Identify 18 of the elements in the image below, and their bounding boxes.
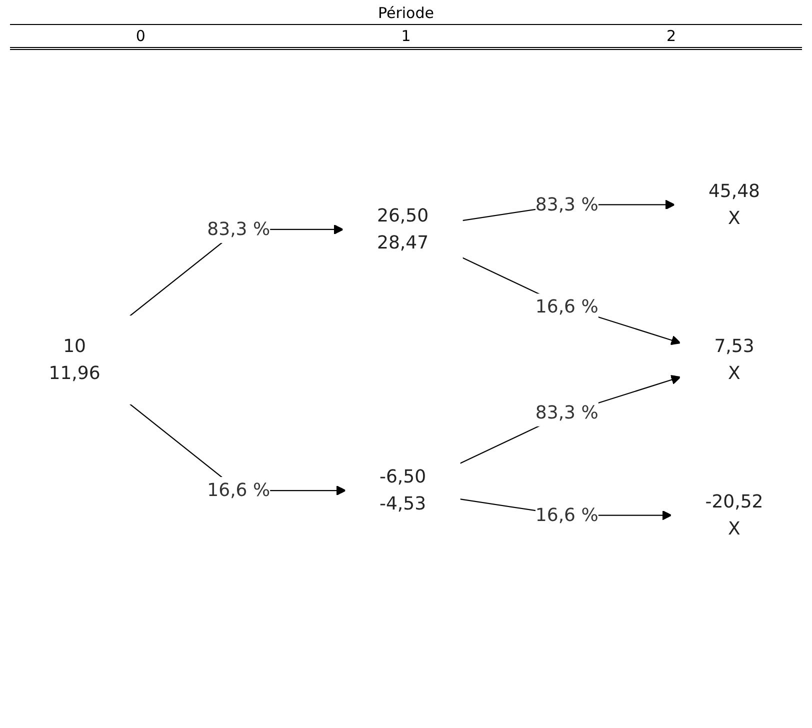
edge-label: 16,6 % xyxy=(535,504,598,526)
node-text: 45,48 X xyxy=(708,180,760,228)
node-text: -20,52 X xyxy=(705,490,764,539)
node-text: 7,53 X xyxy=(714,335,754,384)
edge-label: 83,3 % xyxy=(535,402,598,424)
node-text: 26,50 28,47 xyxy=(376,204,429,254)
edge-label: 83,3 % xyxy=(207,218,270,240)
edge-label: 16,6 % xyxy=(207,479,270,501)
header-title: Période xyxy=(10,4,802,25)
edge-label: 83,3 % xyxy=(535,193,598,215)
column-header: 2 xyxy=(666,27,678,45)
arrow xyxy=(460,374,681,464)
column-header: 0 xyxy=(134,27,146,45)
edge-label: 16,6 % xyxy=(535,296,598,318)
node-text: -6,50 -4,53 xyxy=(379,466,426,514)
node-text: 10 11,96 xyxy=(48,335,100,384)
column-header: 1 xyxy=(400,27,412,45)
arrow xyxy=(462,257,681,346)
